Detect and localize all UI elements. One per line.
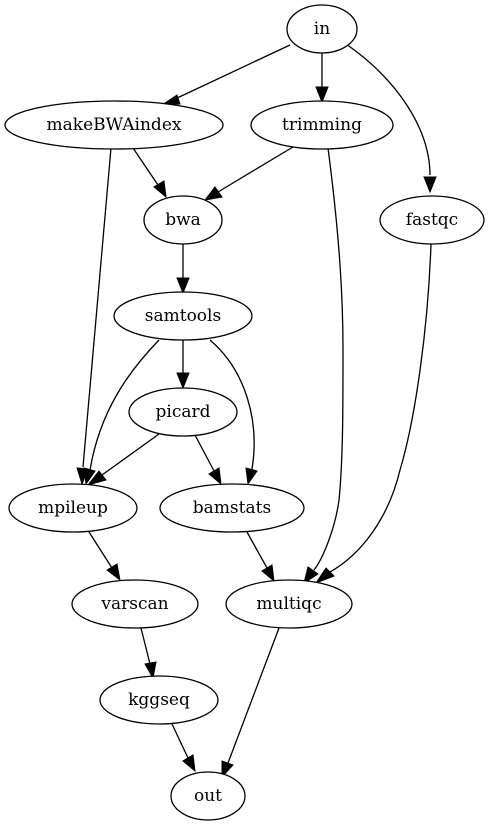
node-bwa-label: bwa [165, 210, 201, 230]
node-picard-label: picard [156, 402, 211, 422]
node-fastqc[interactable]: fastqc [379, 195, 485, 245]
node-multiqc-label: multiqc [256, 594, 321, 614]
node-makeBWAindex[interactable]: makeBWAindex [4, 100, 224, 150]
edge-in-makeBWAindex [160, 44, 291, 106]
edge-mpileup-varscan [88, 531, 121, 582]
edge-bamstats-multiqc [246, 531, 275, 583]
edge-fastqc-multiqc [314, 243, 432, 585]
node-in[interactable]: in [286, 4, 358, 54]
node-picard[interactable]: picard [128, 387, 238, 437]
edges [76, 43, 437, 779]
node-trimming-label: trimming [282, 115, 362, 135]
node-multiqc[interactable]: multiqc [225, 579, 353, 629]
node-samtools[interactable]: samtools [113, 291, 253, 341]
edge-trimming-multiqc [303, 147, 344, 585]
edge-in-trimming [315, 53, 329, 104]
node-makeBWAindex-label: makeBWAindex [47, 115, 182, 135]
edge-multiqc-out [221, 627, 280, 779]
edge-makeBWAindex-bwa [132, 147, 167, 199]
edge-kggseq-out [171, 723, 196, 773]
edge-bwa-samtools [176, 244, 190, 295]
node-bwa[interactable]: bwa [143, 195, 223, 245]
node-mpileup-label: mpileup [38, 498, 108, 518]
node-fastqc-label: fastqc [406, 210, 458, 230]
node-varscan-label: varscan [100, 594, 168, 614]
edge-samtools-mpileup [83, 339, 160, 486]
node-kggseq-label: kggseq [128, 690, 190, 710]
edge-picard-bamstats [194, 434, 222, 486]
node-bamstats-label: bamstats [193, 498, 271, 518]
node-mpileup[interactable]: mpileup [8, 483, 138, 533]
edge-in-fastqc [345, 43, 437, 194]
node-kggseq[interactable]: kggseq [99, 675, 219, 725]
edge-trimming-bwa [203, 146, 294, 201]
node-varscan[interactable]: varscan [71, 579, 199, 629]
edge-samtools-picard [176, 340, 190, 390]
edge-makeBWAindex-mpileup [76, 147, 112, 486]
node-out[interactable]: out [170, 771, 246, 821]
node-samtools-label: samtools [145, 306, 221, 326]
edge-varscan-kggseq [140, 627, 157, 680]
node-bamstats[interactable]: bamstats [159, 483, 305, 533]
node-out-label: out [194, 786, 222, 806]
node-trimming[interactable]: trimming [250, 100, 394, 150]
edge-samtools-bamstats [209, 339, 258, 486]
edge-picard-mpileup [86, 433, 160, 486]
node-in-label: in [314, 19, 330, 39]
nodes: in makeBWAindex trimming fastqc bwa samt… [4, 4, 485, 821]
